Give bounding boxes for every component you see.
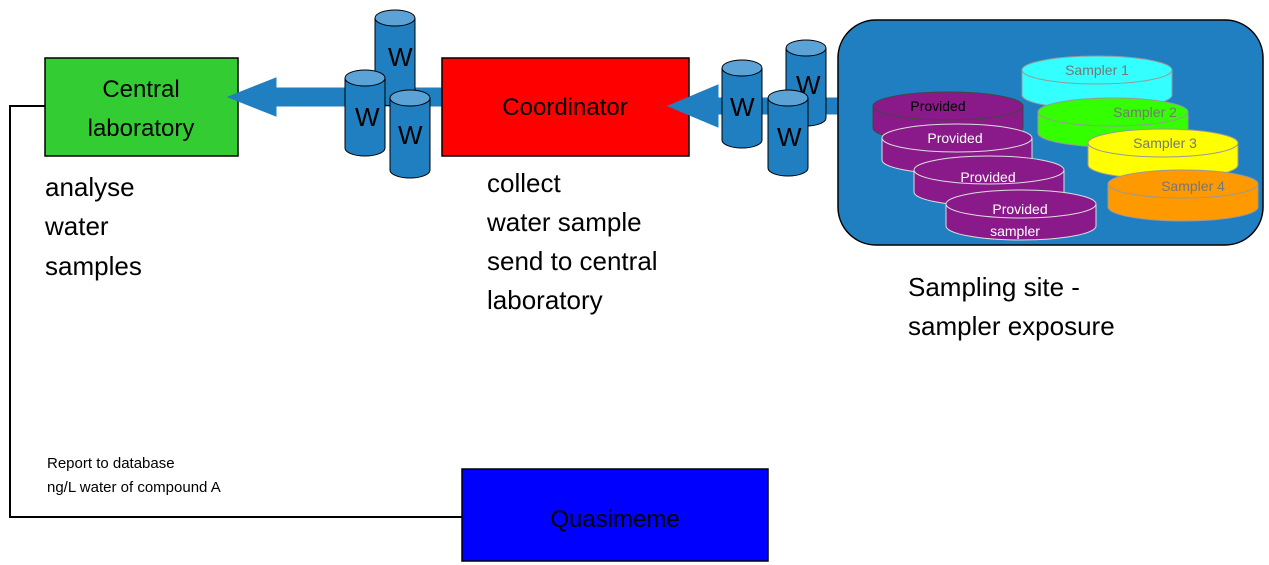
coordinator-box: Coordinator: [441, 57, 690, 157]
lab-task-line: samples: [45, 251, 142, 281]
water-container-label: W: [388, 42, 413, 72]
coordinator-task-line: laboratory: [487, 285, 603, 315]
quasimeme-label: Quasimeme: [550, 506, 679, 533]
sampler-label: Sampler 1: [1065, 62, 1129, 78]
sampler-label: Sampler 3: [1133, 135, 1197, 151]
water-container-label: W: [777, 122, 802, 152]
coordinator-label: Coordinator: [502, 94, 627, 121]
coordinator-task-line: send to central: [487, 246, 658, 276]
water-container-label: W: [730, 92, 755, 122]
lab-task-line: analyse: [45, 172, 135, 202]
central-lab-box: Central laboratory: [44, 57, 239, 157]
central-lab-label-line2: laboratory: [88, 115, 195, 142]
provided-label: sampler: [990, 223, 1040, 239]
water-containers-left: W W W: [344, 9, 431, 179]
site-caption-line: sampler exposure: [908, 311, 1115, 341]
central-lab-label-line1: Central: [102, 76, 179, 103]
sampler-label: Sampler 4: [1161, 178, 1225, 194]
arrow-to-coordinator: [666, 84, 861, 128]
quasimeme-box: Quasimeme: [461, 468, 769, 562]
sampler-disc: Sampler 1: [1021, 55, 1173, 110]
report-connector-line: [9, 105, 492, 527]
water-container-label: W: [355, 102, 380, 132]
provided-label: Provided: [910, 98, 965, 114]
lab-task-line: water: [44, 211, 109, 241]
provided-label: Provided: [992, 201, 1047, 217]
sampler-disc: Sampler 4: [1107, 169, 1259, 222]
coordinator-task-line: water sample: [486, 207, 642, 237]
water-containers-right: W W W: [721, 39, 827, 177]
coordinator-task-line: collect: [487, 168, 561, 198]
sampling-site-panel: Sampler 1 Sampler 2 Sampler 3 Sampler 4 …: [837, 19, 1264, 246]
report-label-line: ng/L water of compound A: [47, 479, 221, 496]
report-label-line: Report to database: [47, 455, 175, 472]
water-container-icon: W: [389, 89, 431, 179]
water-container-icon: W: [721, 59, 763, 149]
water-container-icon: W: [344, 69, 386, 157]
provided-sampler-disc: Provided sampler: [945, 189, 1097, 241]
water-container-icon: W: [767, 89, 809, 177]
sampler-label: Sampler 2: [1113, 104, 1177, 120]
coordinator-tasks-text: collect water sample send to central lab…: [486, 168, 658, 315]
lab-tasks-text: analyse water samples: [44, 172, 142, 281]
provided-label: Provided: [960, 169, 1015, 185]
provided-label: Provided: [927, 130, 982, 146]
site-caption: Sampling site - sampler exposure: [908, 272, 1115, 341]
water-container-label: W: [398, 120, 423, 150]
site-caption-line: Sampling site -: [908, 272, 1080, 302]
